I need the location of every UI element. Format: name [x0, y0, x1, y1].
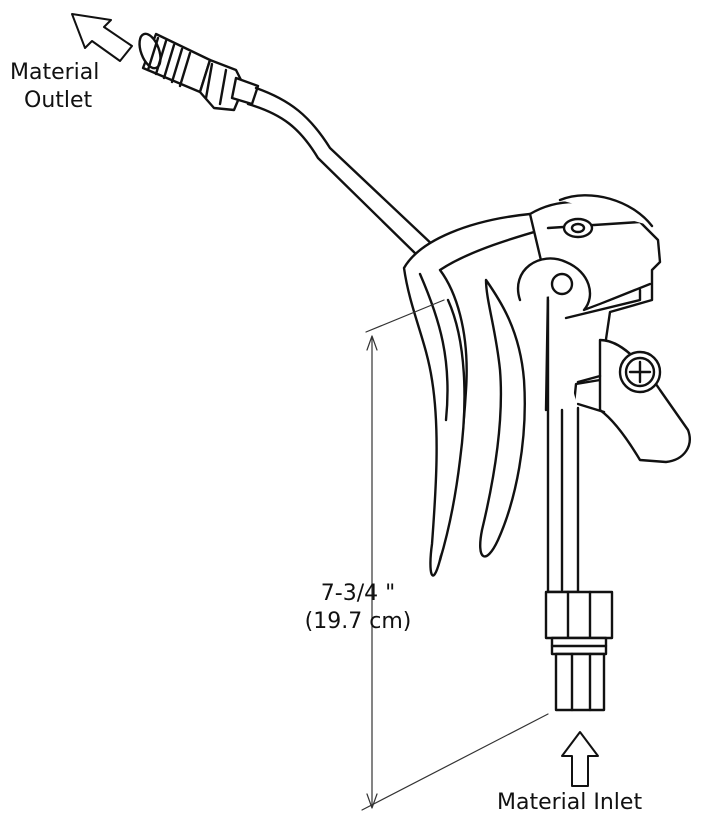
inlet-fitting — [544, 590, 614, 712]
outlet-arrow-icon — [71, 13, 133, 62]
inlet-arrow-icon — [561, 731, 599, 787]
gun-body — [516, 194, 691, 464]
handle-blade — [479, 278, 526, 558]
dimension-label-line2: (19.7 cm) — [304, 609, 412, 634]
phillips-screw-icon — [618, 350, 662, 394]
outlet-label-line1: Material — [10, 60, 100, 85]
outlet-tube — [246, 86, 438, 260]
inlet-label: Material Inlet — [497, 789, 642, 817]
nozzle-coupler — [138, 32, 260, 112]
inlet-label-text: Material Inlet — [497, 790, 643, 815]
trigger-lever — [402, 212, 550, 577]
dimension-marker — [361, 299, 549, 811]
dimension-label: 7-3/4 " (19.7 cm) — [292, 580, 424, 636]
outlet-label: Material Outlet — [10, 59, 99, 115]
outlet-label-line2: Outlet — [24, 88, 93, 113]
dimension-label-line1: 7-3/4 " — [320, 581, 396, 606]
